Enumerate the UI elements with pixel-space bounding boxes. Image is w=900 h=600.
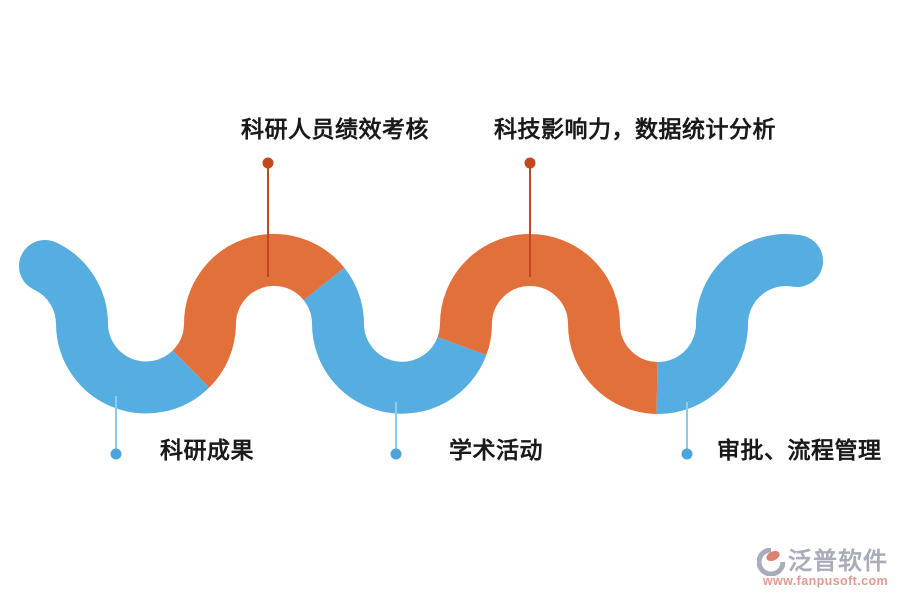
brand-watermark: 泛普软件 www.fanpusoft.com <box>748 548 888 594</box>
top-label-impact-statistics: 科技影响力，数据统计分析 <box>494 116 776 142</box>
connector-dot-bottom-2 <box>390 448 402 460</box>
top-label-performance-review: 科研人员绩效考核 <box>241 116 429 142</box>
connector-dot-bottom-3 <box>681 448 693 460</box>
logo-swoosh <box>757 548 785 576</box>
ribbon-start-cap <box>19 240 71 292</box>
logo-icon <box>757 548 785 576</box>
ribbon-segment-orange-1 <box>171 233 345 388</box>
ribbon-segment-blue-2 <box>302 267 487 414</box>
connector-dot-top-2 <box>524 157 536 169</box>
connector-dot-top-1 <box>262 157 274 169</box>
ribbon-segment-orange-2 <box>437 234 659 414</box>
connector-dot-bottom-1 <box>110 448 122 460</box>
brand-name: 泛普软件 <box>788 548 888 575</box>
ribbon-end-cap <box>771 235 823 287</box>
bottom-label-academic-activities: 学术活动 <box>449 437 543 463</box>
logo-petal <box>766 550 780 562</box>
ribbon-segment-blue-1 <box>32 242 210 414</box>
bottom-label-research-results: 科研成果 <box>160 437 254 463</box>
bottom-label-approval-workflow: 审批、流程管理 <box>717 437 882 463</box>
ribbon-segment-blue-3 <box>656 234 802 414</box>
brand-url: www.fanpusoft.com <box>762 574 888 588</box>
